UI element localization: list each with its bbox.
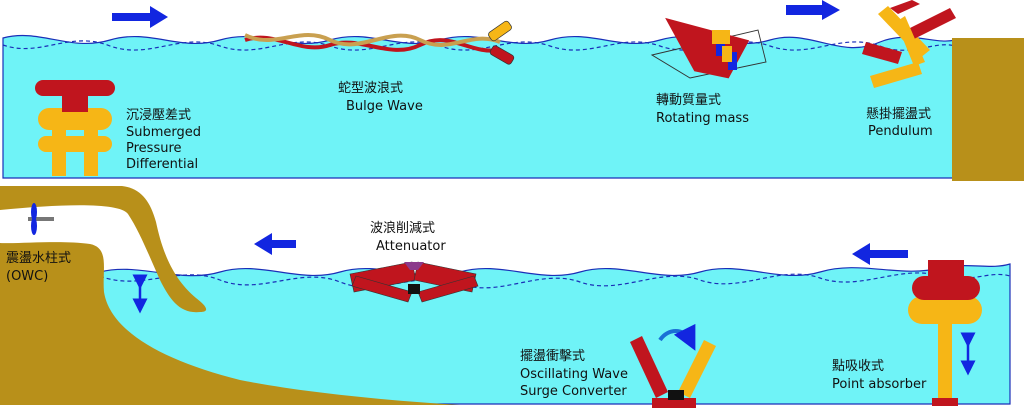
point-absorber-label-zh: 點吸收式 [832,359,884,374]
rotating-label-en: Rotating mass [656,111,749,126]
left-arrow-icon [852,243,908,265]
attenuator-label-zh: 波浪削減式 [370,220,435,236]
top-cliff [952,38,1024,181]
pendulum-label-en: Pendulum [868,124,933,139]
right-arrow-icon [786,0,840,20]
oscillating-label-zh: 擺盪衝擊式 [520,348,585,364]
submerged-label-en2: Pressure [126,141,182,156]
owc-label-zh: 震盪水柱式 [6,251,71,266]
submerged-pressure-device [35,80,115,176]
submerged-label-zh: 沉浸壓差式 [126,108,191,123]
oscillating-label-en1: Oscillating Wave [520,367,628,382]
owc-label-en: (OWC) [6,269,48,284]
point-absorber-label-en: Point absorber [832,377,927,392]
curved-arrow-icon [658,323,696,351]
oscillating-surge-device [630,323,716,408]
submerged-label-en3: Differential [126,157,198,172]
bottom-seabed [0,242,460,405]
bottom-water [99,263,1011,405]
point-absorber-device [908,260,982,406]
bottom-panel: 震盪水柱式 (OWC) 波浪削減式 Attenuator 擺盪衝擊式 Oscil… [0,186,1011,408]
bulge-label-zh: 蛇型波浪式 [338,81,403,96]
oscillating-label-en2: Surge Converter [520,384,627,399]
pendulum-label-zh: 懸掛擺盪式 [866,107,931,122]
attenuator-device [349,261,479,303]
right-arrow-icon [112,6,168,28]
bulge-label-en: Bulge Wave [346,99,423,114]
attenuator-label-en: Attenuator [376,239,446,254]
turbine-icon [28,203,54,235]
submerged-label-en1: Submerged [126,125,201,140]
rotating-mass-device [650,17,767,79]
bulge-wave-device [244,20,515,65]
top-dashed-wave [2,40,956,51]
owc-chamber [0,186,207,313]
pendulum-device [862,0,956,88]
top-panel: 沉浸壓差式 Submerged Pressure Differential 蛇型… [2,0,1024,181]
rotating-label-zh: 轉動質量式 [656,93,721,108]
left-arrow-icon [254,233,296,255]
